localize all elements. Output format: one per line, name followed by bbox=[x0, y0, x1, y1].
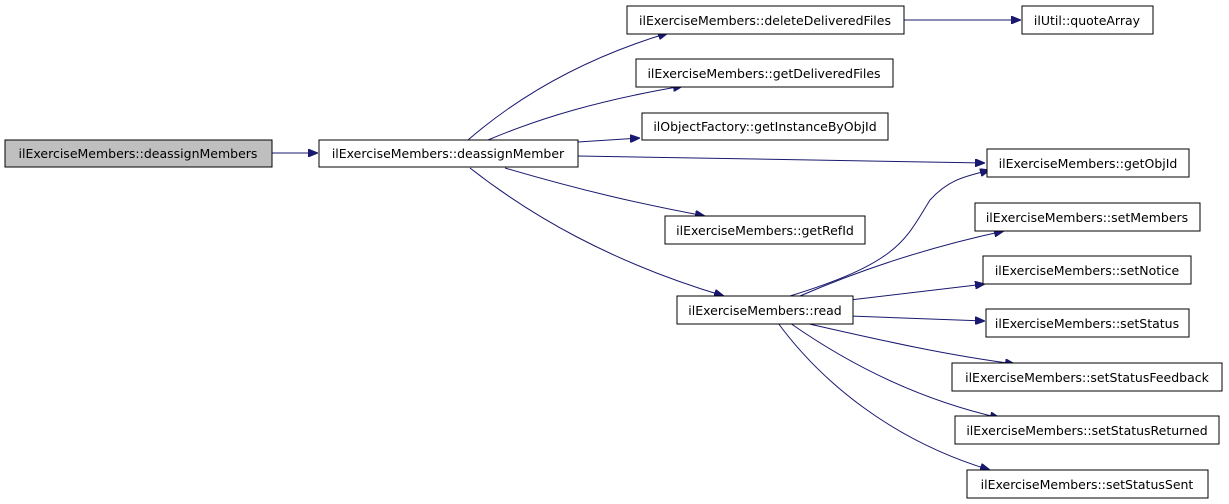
node-label: ilExerciseMembers::setStatusReturned bbox=[966, 423, 1207, 438]
edges bbox=[272, 20, 1021, 470]
edge-deassignMember-getObjId bbox=[577, 155, 985, 163]
node-getDeliveredFiles[interactable]: ilExerciseMembers::getDeliveredFiles bbox=[635, 58, 894, 88]
node-setStatus[interactable]: ilExerciseMembers::setStatus bbox=[985, 308, 1190, 338]
node-label: ilUtil::quoteArray bbox=[1034, 13, 1141, 28]
node-deleteDeliveredFiles[interactable]: ilExerciseMembers::deleteDeliveredFiles bbox=[626, 5, 905, 35]
edge-deassignMember-getRefId bbox=[504, 167, 705, 216]
node-getObjId[interactable]: ilExerciseMembers::getObjId bbox=[986, 148, 1190, 178]
node-label: ilExerciseMembers::getRefId bbox=[676, 223, 854, 238]
node-label: ilExerciseMembers::getObjId bbox=[999, 156, 1178, 171]
node-label: ilExerciseMembers::deassignMembers bbox=[19, 146, 258, 161]
node-label: ilExerciseMembers::setStatusSent bbox=[981, 477, 1194, 492]
node-setStatusReturned[interactable]: ilExerciseMembers::setStatusReturned bbox=[954, 415, 1220, 445]
node-label: ilExerciseMembers::setStatus bbox=[995, 316, 1179, 331]
edge-read-setStatusReturned bbox=[789, 322, 1000, 418]
node-read[interactable]: ilExerciseMembers::read bbox=[676, 295, 854, 325]
edge-deassignMember-getInstanceByObjId bbox=[577, 138, 640, 142]
node-label: ilExerciseMembers::setNotice bbox=[995, 263, 1180, 278]
node-label: ilObjectFactory::getInstanceByObjId bbox=[653, 119, 876, 134]
node-deassignMembers[interactable]: ilExerciseMembers::deassignMembers bbox=[4, 139, 273, 168]
edge-read-setStatus bbox=[849, 315, 985, 321]
node-setNotice[interactable]: ilExerciseMembers::setNotice bbox=[982, 255, 1192, 285]
node-label: ilExerciseMembers::getDeliveredFiles bbox=[647, 66, 880, 81]
node-label: ilExerciseMembers::deleteDeliveredFiles bbox=[639, 13, 891, 28]
node-getRefId[interactable]: ilExerciseMembers::getRefId bbox=[664, 215, 866, 245]
edge-read-setMembers bbox=[799, 231, 1004, 297]
node-getInstanceByObjId[interactable]: ilObjectFactory::getInstanceByObjId bbox=[641, 112, 889, 141]
node-label: ilExerciseMembers::read bbox=[688, 303, 841, 318]
edge-read-setStatusFeedback bbox=[804, 322, 1015, 364]
node-label: ilExerciseMembers::setMembers bbox=[986, 210, 1188, 225]
node-setMembers[interactable]: ilExerciseMembers::setMembers bbox=[974, 202, 1201, 232]
edge-read-setStatusSent bbox=[777, 322, 990, 470]
edge-deassignMember-deleteDeliveredFiles bbox=[467, 33, 668, 141]
node-setStatusSent[interactable]: ilExerciseMembers::setStatusSent bbox=[966, 469, 1209, 499]
node-label: ilExerciseMembers::setStatusFeedback bbox=[965, 370, 1210, 385]
node-label: ilExerciseMembers::deassignMember bbox=[332, 146, 565, 161]
node-setStatusFeedback[interactable]: ilExerciseMembers::setStatusFeedback bbox=[951, 362, 1223, 392]
node-deassignMember[interactable]: ilExerciseMembers::deassignMember bbox=[318, 139, 579, 168]
node-quoteArray[interactable]: ilUtil::quoteArray bbox=[1021, 5, 1154, 35]
edge-deassignMember-read bbox=[469, 167, 724, 296]
nodes: ilExerciseMembers::deassignMembers ilExe… bbox=[4, 5, 1223, 499]
edge-deassignMember-getDeliveredFiles bbox=[487, 86, 683, 141]
edge-read-getObjId bbox=[789, 170, 990, 297]
edge-read-setNotice bbox=[849, 284, 985, 301]
